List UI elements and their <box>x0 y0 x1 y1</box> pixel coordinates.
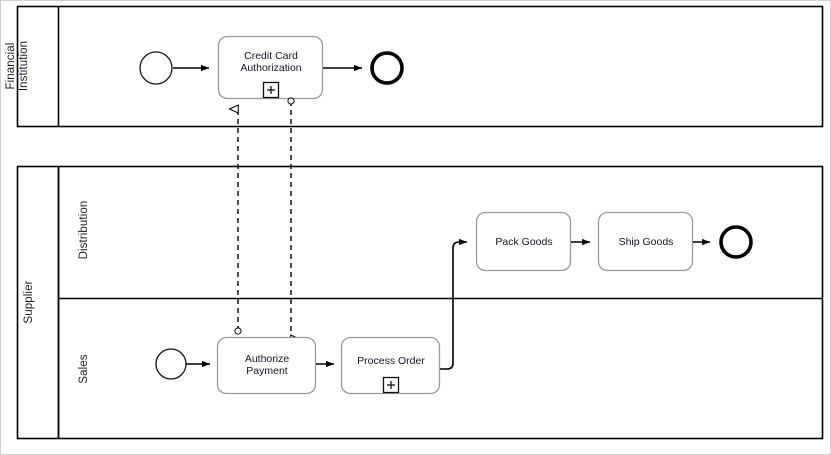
task-process-order[interactable] <box>340 336 441 395</box>
subprocess-marker-credit-card-authorization[interactable] <box>262 81 280 99</box>
task-credit-card-authorization[interactable] <box>217 35 324 100</box>
start-event-sales[interactable] <box>155 348 187 380</box>
task-ship-goods[interactable] <box>597 211 694 272</box>
pool-supplier[interactable] <box>16 165 824 440</box>
end-event-financial[interactable] <box>370 51 404 85</box>
pool-financial-institution[interactable] <box>16 5 824 128</box>
task-authorize-payment[interactable] <box>216 336 317 395</box>
task-pack-goods[interactable] <box>475 211 572 272</box>
pool-supplier-border <box>16 165 824 440</box>
pool-financial-institution-border <box>16 5 824 128</box>
start-event-financial[interactable] <box>139 51 173 85</box>
subprocess-marker-process-order[interactable] <box>382 376 400 394</box>
sequence-flow-process-order-to-pack-goods <box>440 238 468 370</box>
end-event-distribution[interactable] <box>719 225 753 259</box>
